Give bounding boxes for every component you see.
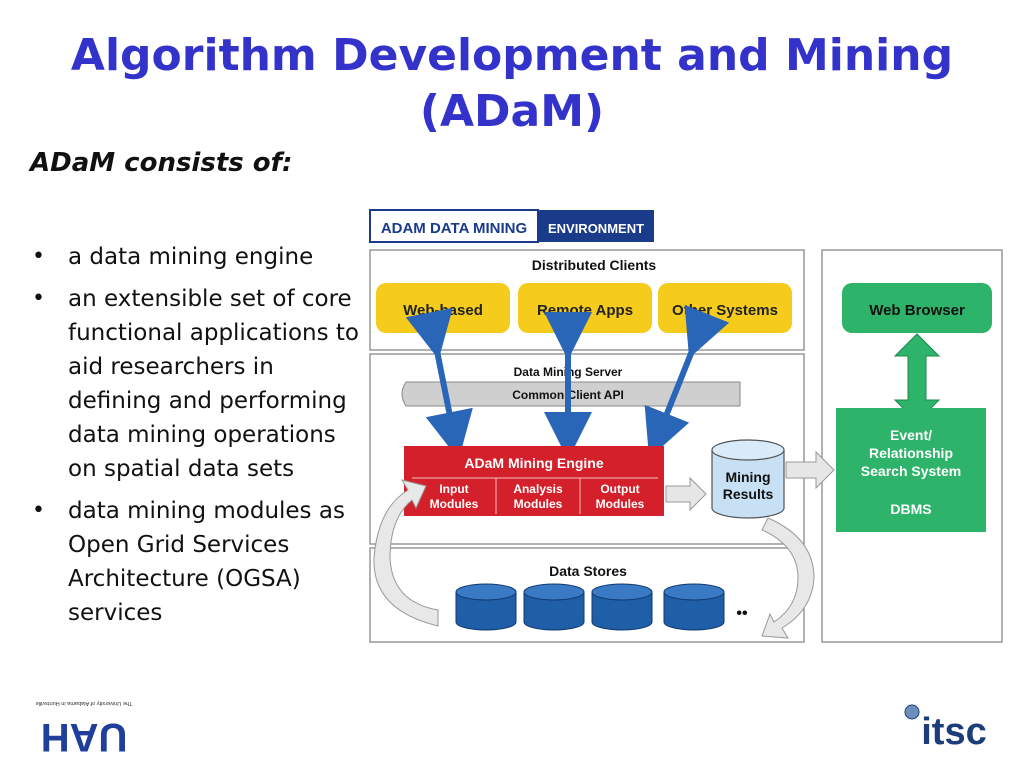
bullet-item: a data mining engine xyxy=(30,240,370,274)
data-store-cylinder xyxy=(523,583,585,631)
title-line-2: (ADaM) xyxy=(419,86,605,137)
adam-architecture-diagram: ADAM DATA MINING ENVIRONMENT Distributed… xyxy=(369,209,1003,643)
event-label-2: Relationship xyxy=(869,445,953,461)
uah-logo: The University of Alabama in Huntsville … xyxy=(36,700,133,756)
engine-results-arrow xyxy=(665,476,707,512)
subheading: ADaM consists of: xyxy=(30,148,293,178)
stores-to-engine-curved-arrow xyxy=(373,479,439,627)
data-stores-label: Data Stores xyxy=(549,563,627,579)
bullet-list: a data mining engine an extensible set o… xyxy=(30,240,370,638)
mining-results-cylinder xyxy=(711,439,785,519)
bullet-item: data mining modules as Open Grid Service… xyxy=(30,494,370,630)
mining-engine-label: ADaM Mining Engine xyxy=(464,455,603,471)
dbms-label: DBMS xyxy=(890,501,931,517)
analysis-modules-label-2: Modules xyxy=(514,497,563,511)
input-modules-label-1: Input xyxy=(439,482,468,496)
web-browser-box xyxy=(842,283,992,333)
data-stores-panel xyxy=(369,547,805,643)
remote-apps-label: Remote Apps xyxy=(537,302,633,319)
arrow-other-systems xyxy=(644,304,730,459)
output-modules-label-1: Output xyxy=(600,482,639,496)
event-label-3: Search System xyxy=(861,463,961,479)
arrow-web-based xyxy=(405,307,473,460)
results-to-stores-curved-arrow xyxy=(761,517,815,639)
event-label-1: Event/ xyxy=(890,427,932,443)
results-event-arrow xyxy=(785,450,835,490)
mining-engine-box xyxy=(404,446,664,516)
banner-left-text: ADAM DATA MINING xyxy=(381,220,527,237)
data-stores-ellipsis: •• xyxy=(736,605,748,622)
mining-results-label-2: Results xyxy=(723,486,774,502)
event-search-box xyxy=(836,408,986,532)
banner-right-box xyxy=(538,210,654,242)
other-systems-label: Other Systems xyxy=(672,302,778,319)
itsc-logo: itsc xyxy=(904,704,987,752)
input-modules-label-2: Modules xyxy=(430,497,479,511)
slide-title: Algorithm Development and Mining (ADaM) xyxy=(0,28,1024,140)
output-modules-label-2: Modules xyxy=(596,497,645,511)
distributed-clients-label: Distributed Clients xyxy=(532,257,657,273)
itsc-logo-text: itsc xyxy=(921,711,986,752)
banner-right-text: ENVIRONMENT xyxy=(548,221,644,236)
bullet-item: an extensible set of core functional app… xyxy=(30,282,370,486)
uah-logo-text: UAH xyxy=(41,715,128,756)
title-line-1: Algorithm Development and Mining xyxy=(70,30,954,81)
web-based-label: Web-based xyxy=(403,302,483,319)
data-store-cylinder xyxy=(663,583,725,631)
data-store-cylinder xyxy=(591,583,653,631)
web-browser-label: Web Browser xyxy=(869,302,965,319)
globe-icon xyxy=(904,704,920,720)
uah-logo-caption: The University of Alabama in Huntsville xyxy=(36,700,133,706)
mining-results-label-1: Mining xyxy=(725,469,770,485)
data-store-cylinder xyxy=(455,583,517,631)
banner-left-box xyxy=(369,209,539,243)
analysis-modules-label-1: Analysis xyxy=(513,482,563,496)
